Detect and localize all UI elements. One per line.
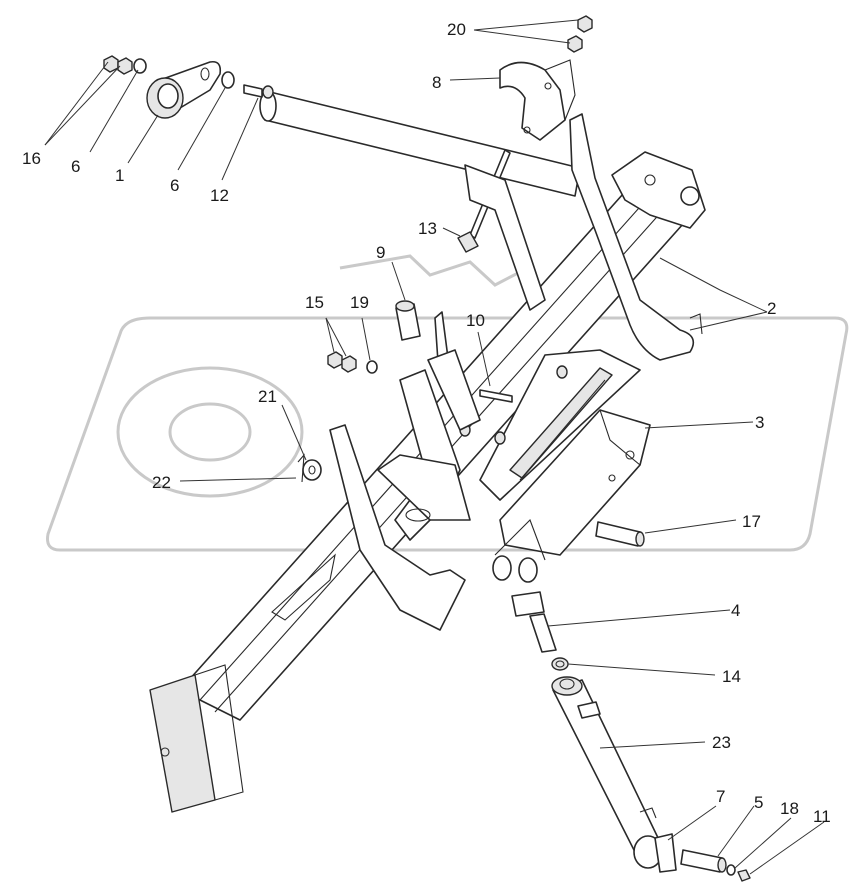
callout-16: 16 xyxy=(22,149,41,168)
callout-13: 13 xyxy=(418,219,437,238)
callout-10: 10 xyxy=(466,311,485,330)
rail-bracket-part-3 xyxy=(479,349,651,583)
pin-part-17 xyxy=(595,521,645,547)
callout-21: 21 xyxy=(258,387,277,406)
watermark-logo xyxy=(46,254,849,552)
hook-bracket-left xyxy=(329,311,481,631)
callout-7: 7 xyxy=(716,787,725,806)
hardware-15-19 xyxy=(327,351,378,374)
callout-20: 20 xyxy=(447,20,466,39)
mounting-plate xyxy=(464,164,546,311)
callout-18: 18 xyxy=(780,799,799,818)
callout-8: 8 xyxy=(432,73,441,92)
callout-14: 14 xyxy=(722,667,741,686)
callout-22: 22 xyxy=(152,473,171,492)
callout-23: 23 xyxy=(712,733,731,752)
callout-4: 4 xyxy=(731,601,740,620)
callout-6: 6 xyxy=(71,157,80,176)
callout-11: 11 xyxy=(813,807,831,826)
callout-6-second: 6 xyxy=(170,176,179,195)
callout-19: 19 xyxy=(350,293,369,312)
callout-5: 5 xyxy=(754,793,763,812)
lever-arm-part-1 xyxy=(146,60,222,119)
u-bracket-part-8 xyxy=(499,15,593,141)
ring-part-14 xyxy=(551,657,569,671)
callout-1: 1 xyxy=(115,166,124,185)
callout-12: 12 xyxy=(210,186,229,205)
bushing-part-4 xyxy=(511,591,557,653)
callout-3: 3 xyxy=(755,413,764,432)
pin-washer-bolt-5-18-11 xyxy=(680,849,751,882)
leader-lines xyxy=(44,19,825,875)
callout-9: 9 xyxy=(376,243,385,262)
callout-labels: 16 6 1 6 12 20 8 13 2 9 15 19 10 21 22 3… xyxy=(22,20,831,826)
callout-15: 15 xyxy=(305,293,324,312)
callout-17: 17 xyxy=(742,512,761,531)
callout-2: 2 xyxy=(767,299,776,318)
cotter-pin-and-washer xyxy=(297,453,322,483)
bushing-part-9 xyxy=(395,300,421,341)
hook-bracket-part-2 xyxy=(569,113,706,361)
hydraulic-cylinder-part-23 xyxy=(551,676,677,873)
